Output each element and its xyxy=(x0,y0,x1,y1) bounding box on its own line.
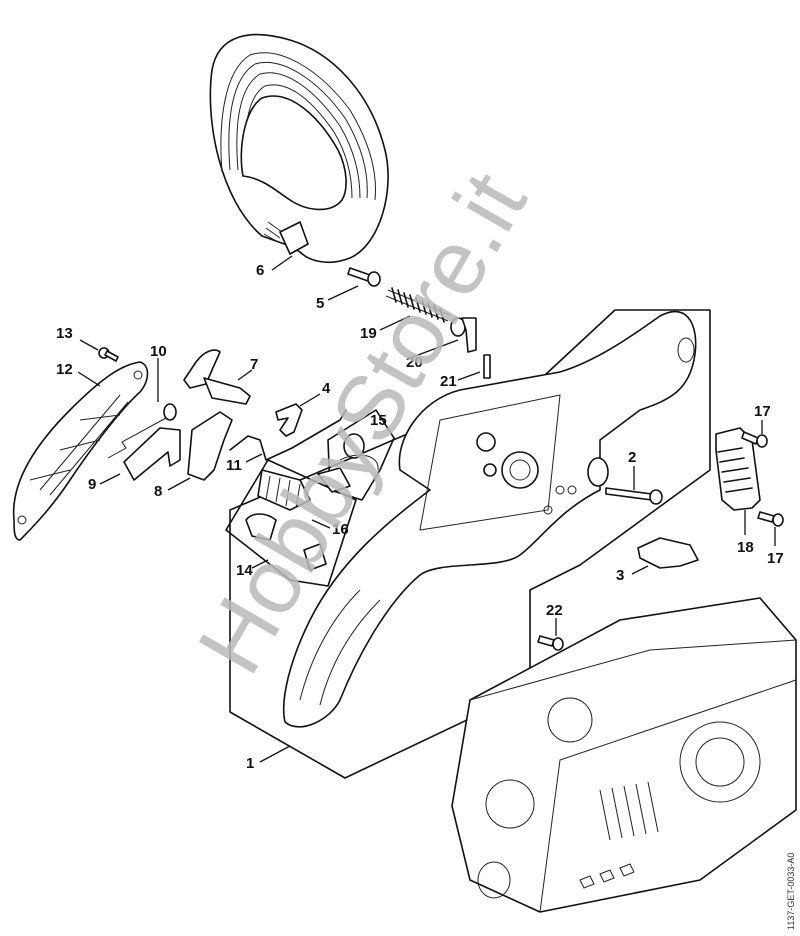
screw-2 xyxy=(605,487,663,505)
leader-5 xyxy=(327,285,359,301)
part-label-19[interactable]: 19 xyxy=(360,325,377,342)
part-label-9[interactable]: 9 xyxy=(88,476,96,493)
part-label-1[interactable]: 1 xyxy=(246,755,254,772)
throttle-trigger-8 xyxy=(187,411,233,481)
part-label-21[interactable]: 21 xyxy=(440,373,457,390)
leader-8 xyxy=(167,477,191,491)
handle-housing-part xyxy=(282,310,697,728)
throttle-rod-11 xyxy=(229,409,347,461)
spring-19 xyxy=(385,287,451,323)
leader-12 xyxy=(77,371,101,387)
screw-22 xyxy=(537,635,564,651)
part-label-4[interactable]: 4 xyxy=(322,380,331,397)
leader-6 xyxy=(271,255,293,271)
leader-11 xyxy=(245,453,263,463)
part-label-17-upper[interactable]: 17 xyxy=(754,403,771,420)
handle-molding-12 xyxy=(12,361,149,541)
screw-17-lower xyxy=(757,511,784,527)
leader-1 xyxy=(259,745,291,763)
leader-21 xyxy=(457,371,481,381)
part-label-11[interactable]: 11 xyxy=(226,457,242,474)
part-label-16[interactable]: 16 xyxy=(332,521,349,538)
cover-grille-14 xyxy=(245,469,327,571)
handlebar-part xyxy=(209,33,389,264)
leader-19 xyxy=(379,315,411,331)
part-label-10[interactable]: 10 xyxy=(150,343,167,360)
part-label-17-lower[interactable]: 17 xyxy=(767,550,784,567)
part-label-2[interactable]: 2 xyxy=(628,449,636,466)
part-label-22[interactable]: 22 xyxy=(546,602,563,619)
clip-4 xyxy=(275,403,303,437)
part-label-14[interactable]: 14 xyxy=(236,562,253,579)
handle-housing-bounding-box xyxy=(229,309,711,779)
leader-16 xyxy=(311,519,331,529)
screw-17-upper xyxy=(741,431,768,448)
part-label-15[interactable]: 15 xyxy=(370,412,387,429)
part-label-7[interactable]: 7 xyxy=(250,356,258,373)
leader-20 xyxy=(409,339,459,359)
part-label-5[interactable]: 5 xyxy=(316,295,324,312)
throttle-lever-7 xyxy=(183,349,251,405)
part-label-12[interactable]: 12 xyxy=(56,361,73,378)
switch-shaft-15 xyxy=(317,433,379,493)
screw-13 xyxy=(98,347,119,362)
leader-3 xyxy=(631,565,649,575)
engine-block xyxy=(451,597,797,913)
part-label-18[interactable]: 18 xyxy=(737,539,754,556)
clip-3 xyxy=(637,537,699,569)
part-label-13[interactable]: 13 xyxy=(56,325,73,342)
part-label-20[interactable]: 20 xyxy=(406,354,423,371)
part-label-8[interactable]: 8 xyxy=(154,483,162,500)
trigger-interlock-9 xyxy=(123,427,181,481)
leader-4 xyxy=(299,393,321,407)
drawing-code: 1137-GET-0033-A0 xyxy=(786,853,796,930)
screw-5 xyxy=(347,267,381,287)
buffer-stop-20 xyxy=(450,317,477,353)
screw-21 xyxy=(483,354,491,379)
part-label-6[interactable]: 6 xyxy=(256,262,264,279)
leader-9 xyxy=(99,473,121,485)
leader-13 xyxy=(79,339,99,351)
torsion-spring-10 xyxy=(107,403,177,459)
part-label-3[interactable]: 3 xyxy=(616,567,624,584)
leader-7 xyxy=(237,369,253,381)
leader-14 xyxy=(251,559,269,569)
